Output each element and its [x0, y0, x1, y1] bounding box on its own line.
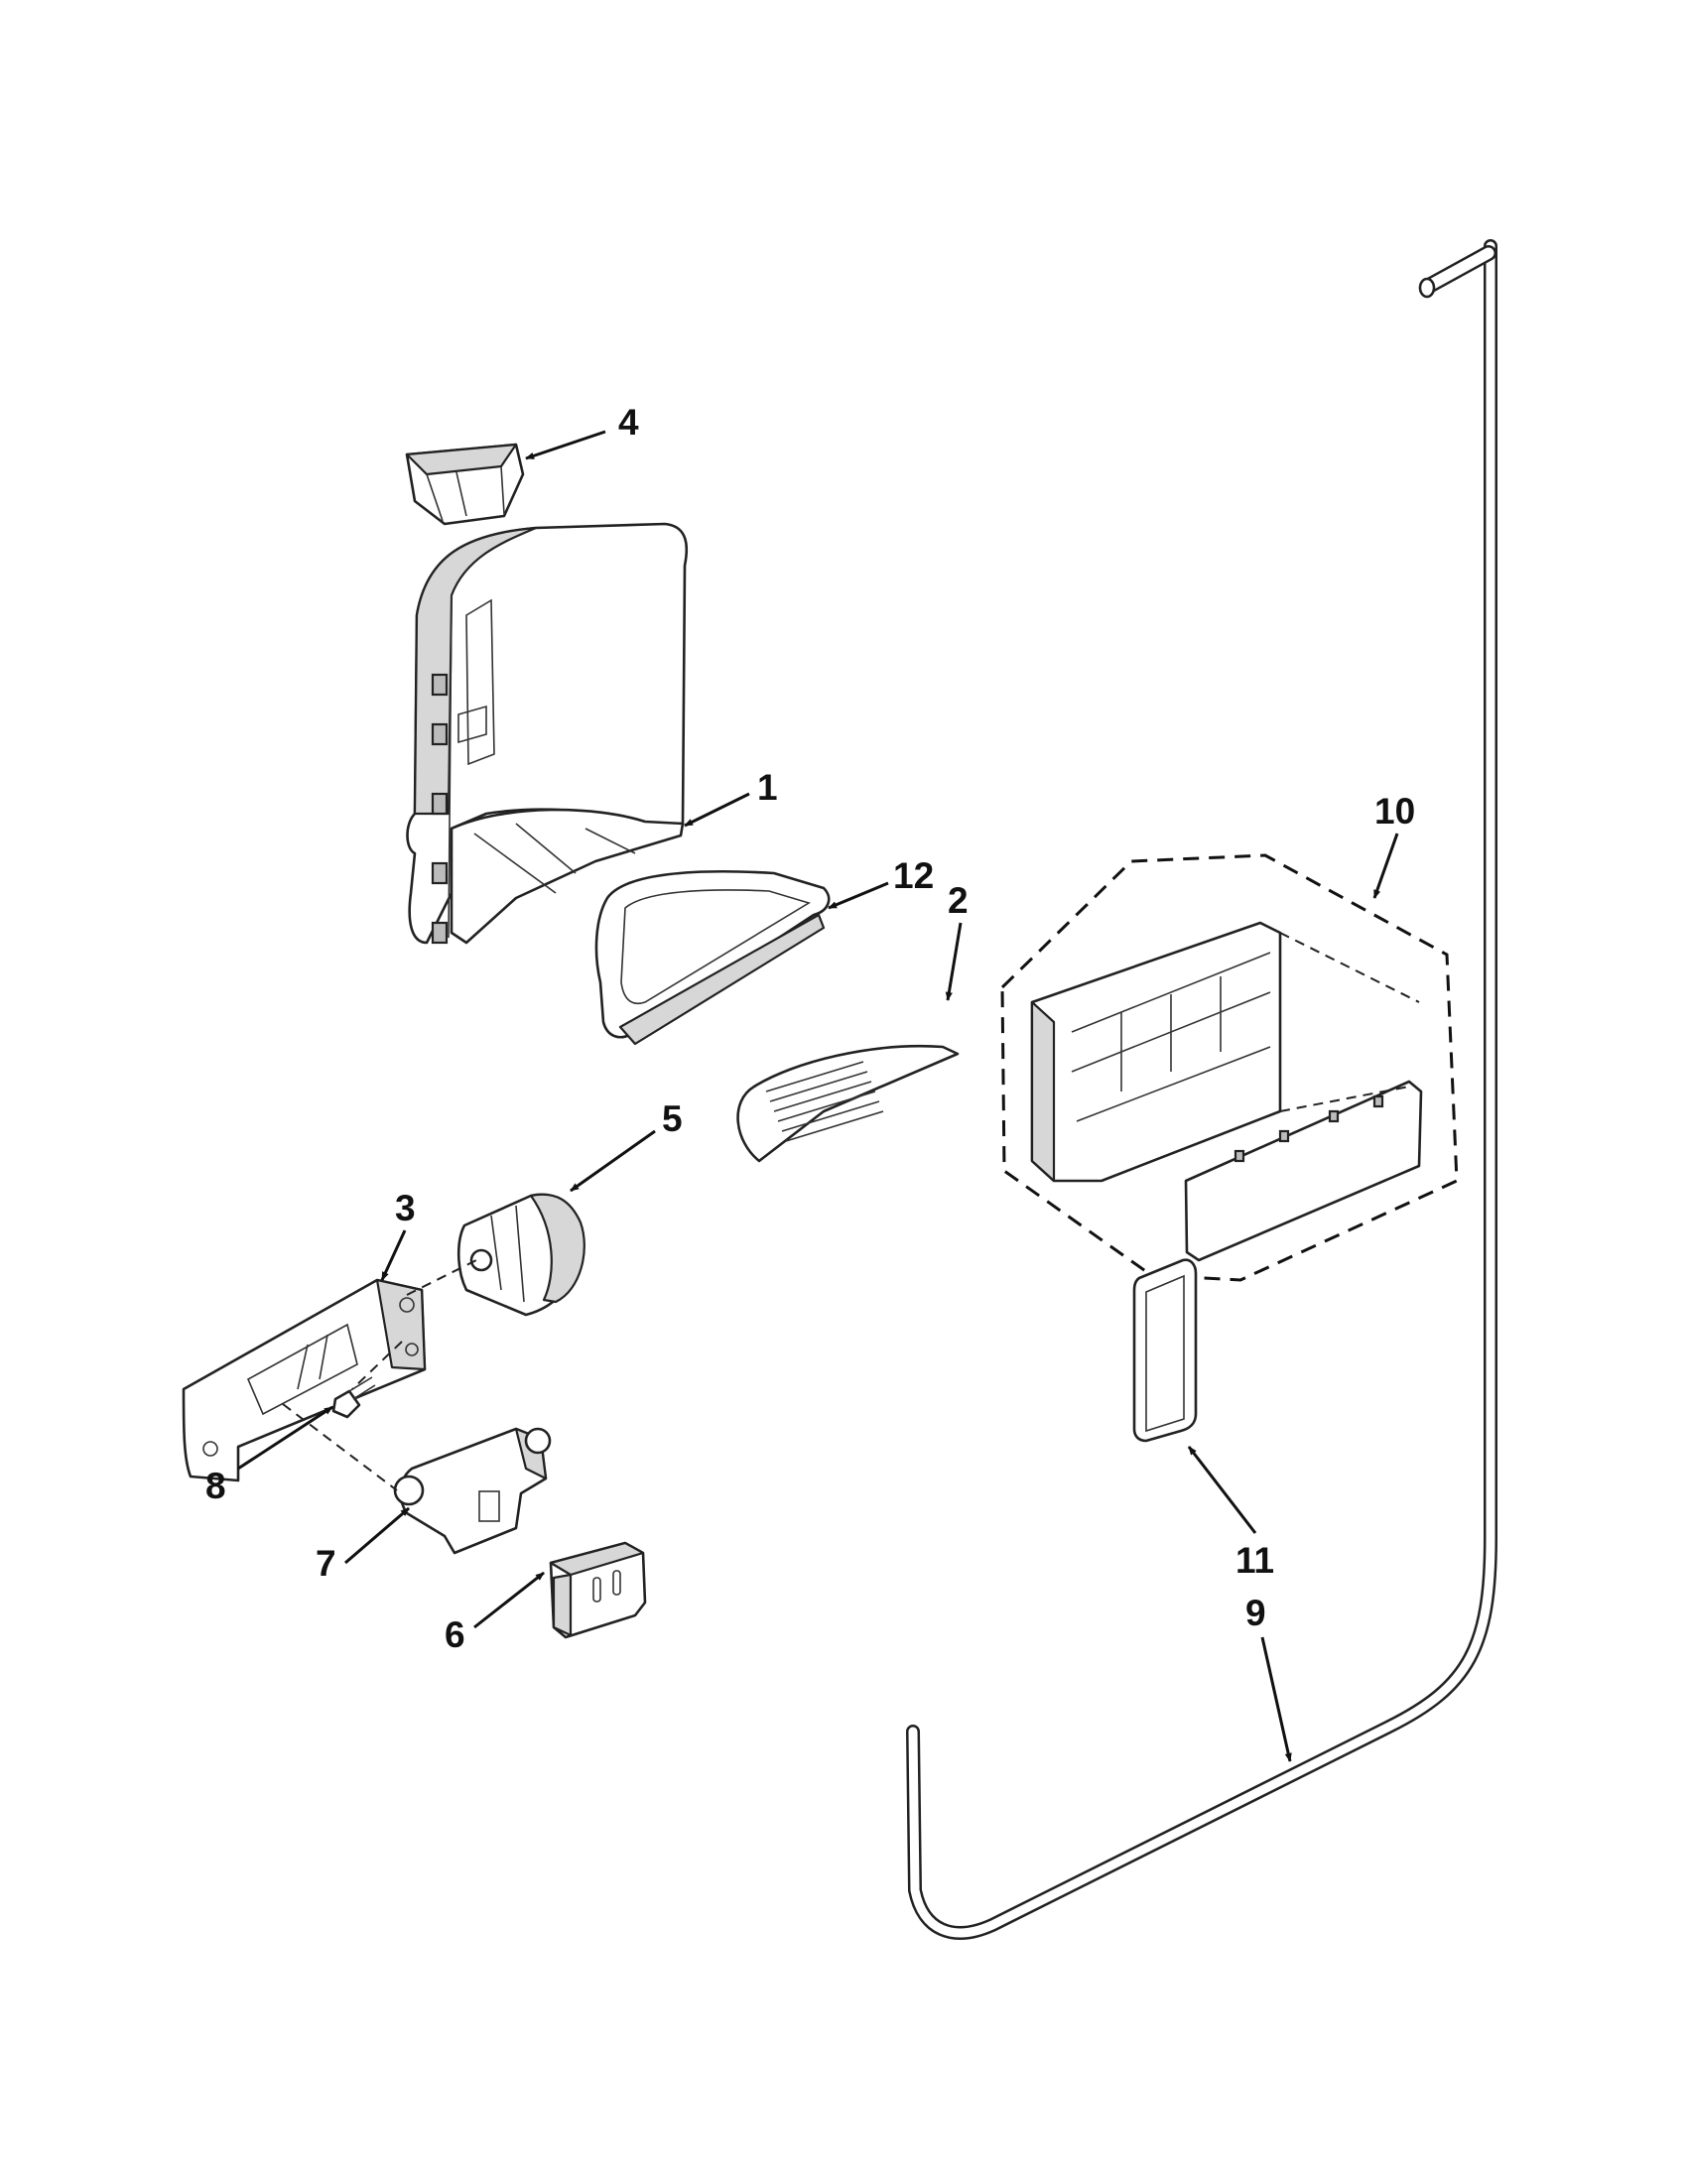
part-4-chute-cap: [405, 443, 525, 526]
callout-labels: 4 1 12 2 5 3 8 7 6 10 11 9: [205, 402, 1415, 1655]
callout-11: 11: [1235, 1540, 1274, 1581]
callout-5: 5: [662, 1098, 683, 1139]
arrow-3: [380, 1229, 407, 1281]
part-1-dispenser-housing: [406, 522, 689, 945]
arrow-4: [525, 430, 606, 460]
arrow-11: [1187, 1446, 1257, 1534]
assembly-dashed-lines: [282, 1259, 477, 1491]
callout-3: 3: [395, 1188, 416, 1228]
part-11-small-pad: [1132, 1258, 1198, 1443]
callout-9: 9: [1245, 1593, 1266, 1633]
part-10-control-assembly: [1000, 853, 1459, 1282]
part-6-pad: [549, 1541, 647, 1639]
callout-4: 4: [618, 402, 639, 443]
callout-1: 1: [757, 767, 778, 808]
part-12-trim-frame: [594, 869, 831, 1046]
callout-10: 10: [1374, 791, 1415, 832]
part-2-drip-tray-grille: [736, 1044, 960, 1163]
part-9-tube: [906, 239, 1497, 1940]
part-7-lever: [393, 1427, 552, 1555]
callout-8: 8: [205, 1466, 226, 1506]
arrow-9: [1260, 1636, 1292, 1762]
part-3-bracket: [182, 1278, 427, 1482]
arrow-7: [344, 1506, 410, 1565]
arrow-1: [684, 792, 750, 828]
callout-2: 2: [948, 880, 969, 921]
arrow-2: [945, 922, 963, 1001]
arrow-12: [828, 881, 889, 910]
callout-7: 7: [316, 1543, 336, 1584]
leader-arrows: [237, 430, 1399, 1762]
part-8-screw: [331, 1376, 376, 1419]
callout-6: 6: [445, 1614, 465, 1655]
part-5-actuator-motor: [456, 1193, 585, 1317]
arrow-10: [1372, 833, 1399, 899]
arrow-6: [473, 1571, 545, 1629]
arrow-5: [570, 1129, 656, 1193]
callout-12: 12: [893, 855, 934, 896]
arrow-8: [237, 1405, 333, 1471]
